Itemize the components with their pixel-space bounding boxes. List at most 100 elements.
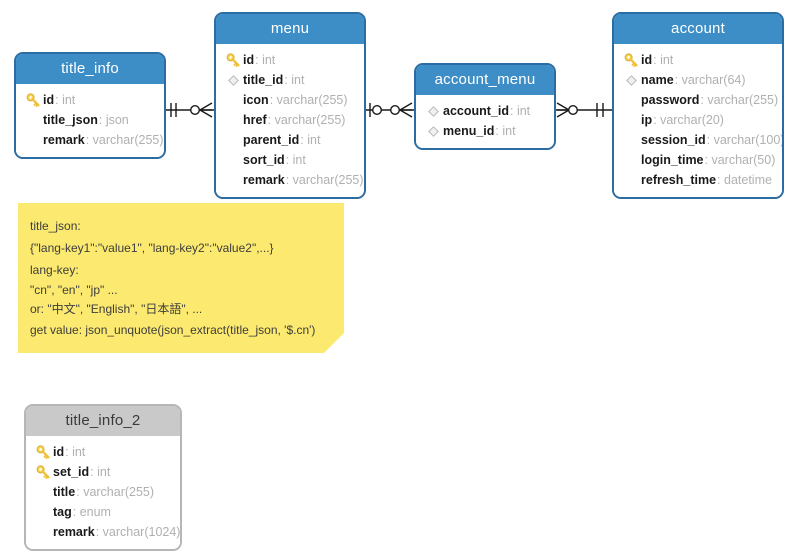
field-name: icon bbox=[243, 93, 269, 107]
field-name: title_id bbox=[243, 73, 284, 87]
field-name: set_id bbox=[53, 465, 90, 479]
field-type: : varchar(255) bbox=[85, 133, 164, 147]
note-text: title_json:{"lang-key1":"value1", "lang-… bbox=[18, 203, 344, 351]
foreign-key-diamond-icon bbox=[423, 101, 443, 121]
field-type: : int bbox=[510, 104, 531, 118]
primary-key-icon bbox=[621, 50, 641, 70]
entity-title-title_info_2: title_info_2 bbox=[26, 406, 180, 436]
field-name: id bbox=[641, 53, 653, 67]
field-row[interactable]: title_json: json bbox=[16, 110, 164, 130]
field-type: : varchar(255) bbox=[267, 113, 346, 127]
primary-key-icon bbox=[23, 90, 43, 110]
entity-title-menu: menu bbox=[216, 14, 364, 44]
field-row[interactable]: title: varchar(255) bbox=[26, 482, 180, 502]
field-icon-none bbox=[33, 482, 53, 502]
field-row[interactable]: title_id: int bbox=[216, 70, 364, 90]
field-row[interactable]: remark: varchar(1024) bbox=[26, 522, 180, 542]
field-row[interactable]: href: varchar(255) bbox=[216, 110, 364, 130]
field-row[interactable]: parent_id: int bbox=[216, 130, 364, 150]
field-row[interactable]: tag: enum bbox=[26, 502, 180, 522]
field-row[interactable]: ip: varchar(20) bbox=[614, 110, 782, 130]
field-icon-none bbox=[621, 110, 641, 130]
field-type: : int bbox=[284, 73, 305, 87]
field-row[interactable]: icon: varchar(255) bbox=[216, 90, 364, 110]
foreign-key-diamond-icon bbox=[223, 70, 243, 90]
field-type: : int bbox=[90, 465, 111, 479]
primary-key-icon bbox=[33, 462, 53, 482]
field-name: refresh_time bbox=[641, 173, 717, 187]
field-name: menu_id bbox=[443, 124, 495, 138]
field-icon-none bbox=[23, 130, 43, 150]
field-type: : int bbox=[55, 93, 76, 107]
note-line: or: "中文", "English", "日本語", ... bbox=[30, 302, 203, 316]
field-name: id bbox=[53, 445, 65, 459]
field-type: : datetime bbox=[717, 173, 772, 187]
field-row[interactable]: password: varchar(255) bbox=[614, 90, 782, 110]
field-name: login_time bbox=[641, 153, 704, 167]
field-type: : varchar(255) bbox=[76, 485, 155, 499]
relationship-account_menu-account bbox=[556, 102, 612, 118]
field-row[interactable]: remark: varchar(255) bbox=[16, 130, 164, 150]
field-name: remark bbox=[243, 173, 285, 187]
field-type: : varchar(100) bbox=[706, 133, 784, 147]
field-type: : int bbox=[653, 53, 674, 67]
field-type: : varchar(64) bbox=[674, 73, 746, 87]
field-name: name bbox=[641, 73, 674, 87]
field-row[interactable]: login_time: varchar(50) bbox=[614, 150, 782, 170]
relationship-title_info-menu bbox=[166, 102, 214, 118]
field-icon-none bbox=[223, 150, 243, 170]
field-icon-none bbox=[621, 170, 641, 190]
field-name: title_json bbox=[43, 113, 98, 127]
field-row[interactable]: id: int bbox=[216, 50, 364, 70]
entity-title-account: account bbox=[614, 14, 782, 44]
field-row[interactable]: id: int bbox=[26, 442, 180, 462]
field-icon-none bbox=[223, 130, 243, 150]
field-type: : varchar(50) bbox=[704, 153, 776, 167]
field-row[interactable]: account_id: int bbox=[416, 101, 554, 121]
field-name: id bbox=[243, 53, 255, 67]
entity-title-account_menu: account_menu bbox=[416, 65, 554, 95]
field-name: parent_id bbox=[243, 133, 300, 147]
field-type: : enum bbox=[72, 505, 111, 519]
field-type: : varchar(255) bbox=[285, 173, 364, 187]
field-name: password bbox=[641, 93, 700, 107]
note-fold-corner-icon bbox=[324, 333, 344, 353]
field-name: remark bbox=[53, 525, 95, 539]
field-icon-none bbox=[223, 170, 243, 190]
field-row[interactable]: sort_id: int bbox=[216, 150, 364, 170]
field-name: tag bbox=[53, 505, 72, 519]
note-line: get value: json_unquote(json_extract(tit… bbox=[30, 323, 316, 337]
field-name: ip bbox=[641, 113, 653, 127]
field-row[interactable]: name: varchar(64) bbox=[614, 70, 782, 90]
title_json-note[interactable]: title_json:{"lang-key1":"value1", "lang-… bbox=[18, 203, 344, 353]
field-row[interactable]: menu_id: int bbox=[416, 121, 554, 141]
field-icon-none bbox=[621, 150, 641, 170]
field-name: session_id bbox=[641, 133, 706, 147]
field-type: : varchar(1024) bbox=[95, 525, 181, 539]
field-icon-none bbox=[223, 90, 243, 110]
field-row[interactable]: id: int bbox=[16, 90, 164, 110]
foreign-key-diamond-icon bbox=[423, 121, 443, 141]
field-row[interactable]: session_id: varchar(100) bbox=[614, 130, 782, 150]
field-name: href bbox=[243, 113, 267, 127]
note-line: "cn", "en", "jp" ... bbox=[30, 283, 118, 297]
field-type: : varchar(255) bbox=[700, 93, 779, 107]
primary-key-icon bbox=[223, 50, 243, 70]
field-icon-none bbox=[223, 110, 243, 130]
field-name: account_id bbox=[443, 104, 509, 118]
field-row[interactable]: id: int bbox=[614, 50, 782, 70]
field-icon-none bbox=[621, 90, 641, 110]
field-row[interactable]: set_id: int bbox=[26, 462, 180, 482]
field-row[interactable]: remark: varchar(255) bbox=[216, 170, 364, 190]
entity-title-title_info: title_info bbox=[16, 54, 164, 84]
field-row[interactable]: refresh_time: datetime bbox=[614, 170, 782, 190]
